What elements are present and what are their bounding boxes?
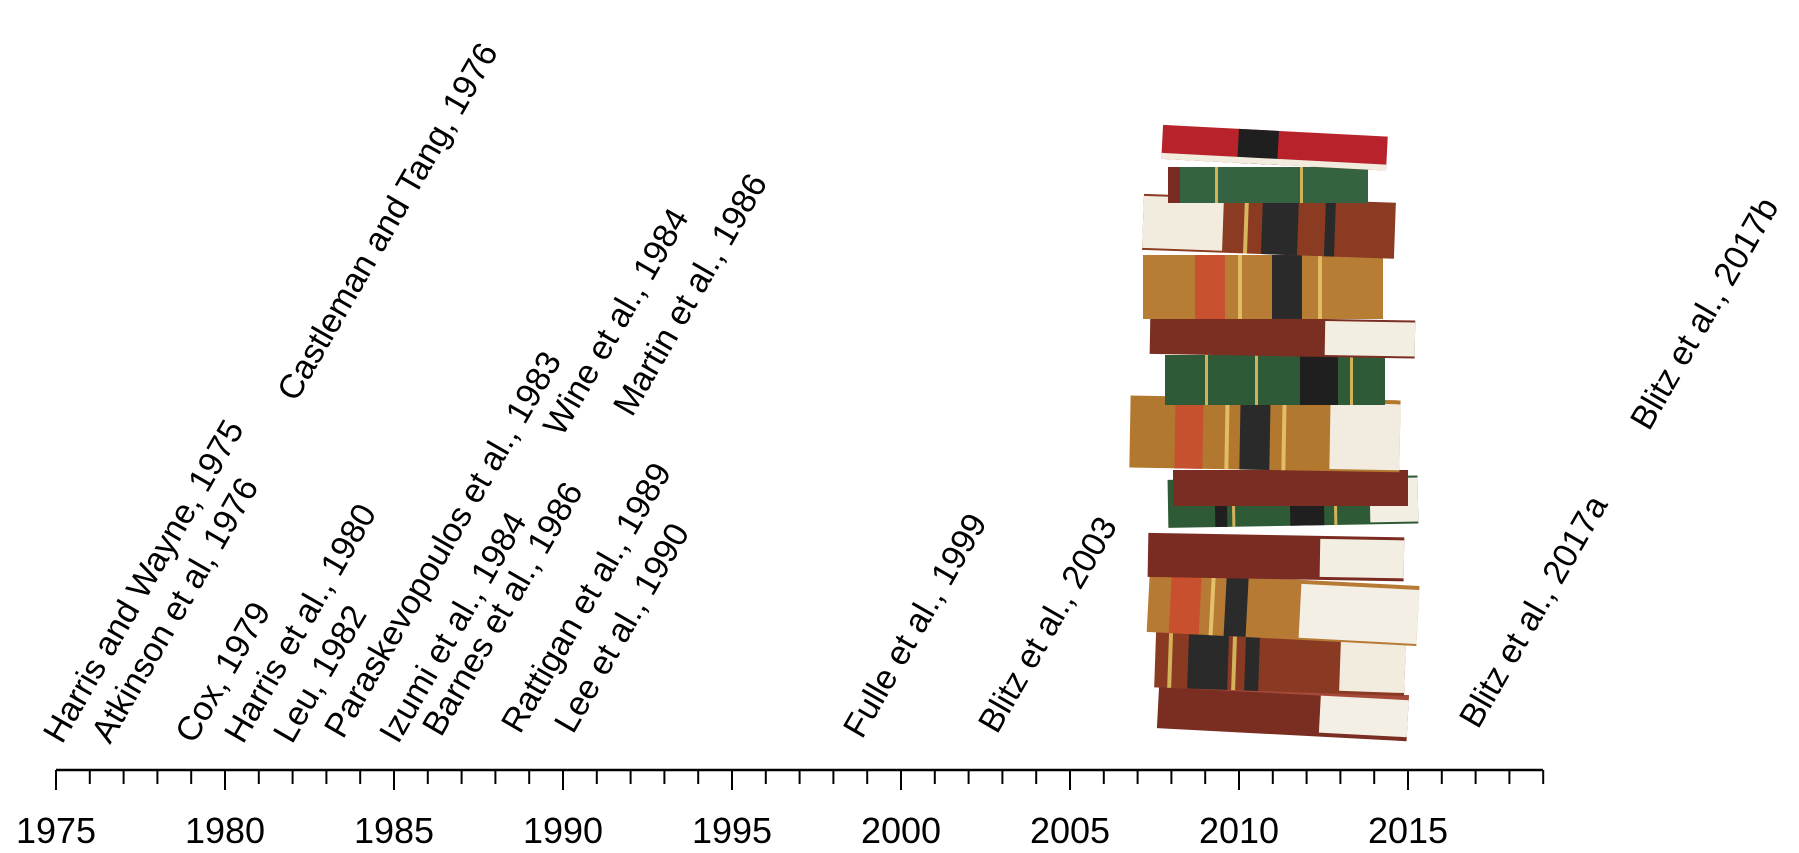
tick-label: 2015 <box>1368 810 1448 851</box>
stack-of-books-icon <box>1129 124 1420 742</box>
book <box>1173 470 1408 506</box>
tick-label: 1995 <box>692 810 772 851</box>
reference-label: Fulle et al., 1999 <box>836 507 995 744</box>
axis-ticks <box>55 770 1545 790</box>
tick-label: 2005 <box>1030 810 1110 851</box>
reference-label: Castleman and Tang, 1976 <box>270 37 506 407</box>
tick-label: 2010 <box>1199 810 1279 851</box>
reference-label: Blitz et al., 2017a <box>1452 489 1615 734</box>
reference-label: Blitz et al., 2017b <box>1623 191 1786 436</box>
reference-label: Blitz et al., 2003 <box>971 510 1125 739</box>
tick-label: 2000 <box>861 810 941 851</box>
tick-label: 1985 <box>354 810 434 851</box>
axis-tick-labels: 1975 1980 1985 1990 1995 2000 2005 2010 2015 <box>16 810 1448 851</box>
tick-label: 1975 <box>16 810 96 851</box>
tick-label: 1990 <box>523 810 603 851</box>
tick-label: 1980 <box>185 810 265 851</box>
